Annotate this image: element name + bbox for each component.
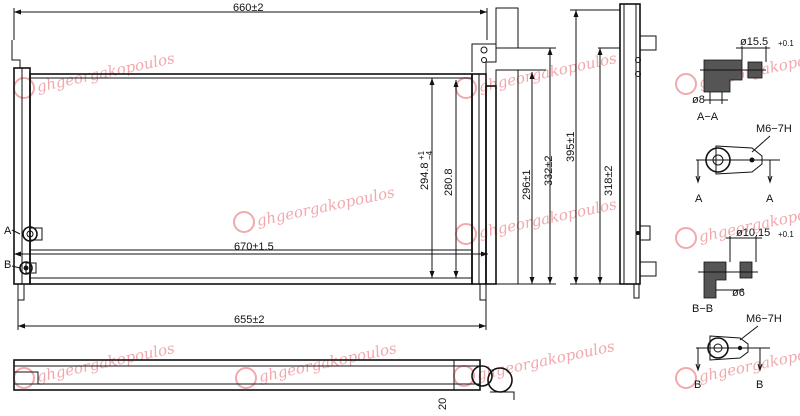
marker-b: B xyxy=(4,259,11,271)
detail-b-diameter-inner: ø6 xyxy=(732,287,745,299)
side-view-body xyxy=(619,3,641,285)
dim-core-height-b: 280.8 xyxy=(443,168,455,196)
watermark-logo-9: ghgeorgakopoulos xyxy=(453,337,616,387)
watermark-text: ghgeorgakopoulos xyxy=(35,49,176,96)
watermark-text: ghgeorgakopoulos xyxy=(257,339,398,386)
left-top-bracket xyxy=(11,40,28,69)
dim-thickness-20: 20 xyxy=(437,398,449,410)
dim-core-height-a-tol-upper: +1 xyxy=(417,150,426,160)
dim-height-332: 332±2 xyxy=(543,155,555,186)
receiver-drier-outer xyxy=(495,69,519,285)
watermark-text: ghgeorgakopoulos xyxy=(255,183,396,230)
bottom-view-body xyxy=(13,359,481,391)
detail-a-thread: M6−7H xyxy=(756,123,792,135)
watermark-text: ghgeorgakopoulos xyxy=(477,49,618,96)
detail-a-plan xyxy=(715,145,763,175)
dim-core-height-a-tol-lower: −4 xyxy=(425,150,434,160)
dim-height-318: 318±2 xyxy=(603,165,615,196)
right-top-bracket xyxy=(471,43,497,74)
bottom-view-connector xyxy=(471,365,493,387)
right-bottom-pin xyxy=(479,283,487,301)
detail-a-section xyxy=(703,59,743,93)
watermark-text: ghgeorgakopoulos xyxy=(35,339,176,386)
watermark-logo-8: ghgeorgakopoulos xyxy=(235,339,398,389)
left-bottom-pin xyxy=(17,283,25,301)
dim-height-296: 296±1 xyxy=(521,169,533,200)
detail-b-thread: M6−7H xyxy=(746,313,782,325)
marker-a: A xyxy=(4,225,12,237)
detail-b-section-label: B−B xyxy=(692,303,713,315)
detail-b-diameter-outer-tol: +0.1 xyxy=(778,230,794,239)
dim-width-top: 660±2 xyxy=(233,2,264,14)
side-view: 395±1 318±2 xyxy=(565,3,657,299)
dim-width-mid: 670±1.5 xyxy=(234,241,274,253)
dim-height-395: 395±1 xyxy=(565,131,577,162)
detail-b: ø10.15 +0.1 ø6 B−B M6−7H B B xyxy=(692,227,794,391)
connector-a xyxy=(11,226,43,242)
detail-b-arrow-left: B xyxy=(694,379,701,391)
dim-width-bottom: 655±2 xyxy=(234,314,265,326)
detail-a-diameter-inner: ø8 xyxy=(692,94,705,106)
detail-b-diameter-outer: ø10.15 xyxy=(736,227,770,239)
watermark-text: ghgeorgakopoulos xyxy=(697,339,800,386)
watermark-text: ghgeorgakopoulos xyxy=(475,337,616,384)
connector-b xyxy=(11,261,37,275)
watermark-layer: ghgeorgakopoulos ghgeorgakopoulos ghgeor… xyxy=(13,45,800,389)
detail-b-plan xyxy=(709,335,749,361)
detail-a-arrow-left: A xyxy=(695,193,703,205)
bracket-hole xyxy=(480,46,488,54)
detail-a: ø15.5 +0.1 ø8 A−A M6−7H A A xyxy=(692,36,794,205)
watermark-text: ghgeorgakopoulos xyxy=(477,195,618,242)
detail-b-section xyxy=(703,261,727,299)
detail-a-arrow-right: A xyxy=(766,193,774,205)
bottom-view: 20 xyxy=(13,359,515,410)
receiver-top-cap xyxy=(495,7,519,49)
detail-a-diameter-outer-tol: +0.1 xyxy=(778,39,794,48)
watermark-logo-6: ghgeorgakopoulos xyxy=(675,199,800,249)
front-view: 660±2 A xyxy=(4,2,556,330)
dim-core-height-a: 294.8 xyxy=(419,162,431,190)
watermark-logo-5: ghgeorgakopoulos xyxy=(455,195,618,245)
detail-a-section-label: A−A xyxy=(697,111,719,123)
detail-a-diameter-outer: ø15.5 xyxy=(740,36,768,48)
watermark-logo-4: ghgeorgakopoulos xyxy=(233,183,396,233)
detail-b-arrow-right: B xyxy=(756,379,763,391)
